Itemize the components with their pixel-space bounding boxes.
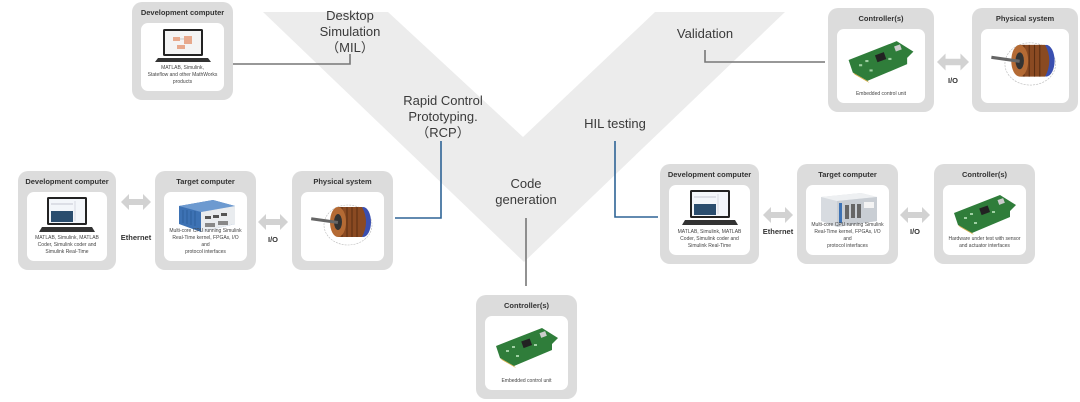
stage-label-code: Code generation bbox=[495, 176, 557, 207]
target-machine-icon bbox=[178, 200, 235, 232]
card-title: Target computer bbox=[818, 170, 877, 179]
link-label-ethernet: Ethernet bbox=[120, 233, 152, 242]
hil-dev-computer-card: Development computer MATLAB, Simulink, M… bbox=[660, 164, 759, 264]
bidirectional-arrow-icon bbox=[937, 53, 969, 71]
stage-label-rcp: Rapid Control Prototyping. （RCP） bbox=[403, 93, 483, 140]
rcp-physical-system-card: Physical system bbox=[292, 171, 393, 270]
bidirectional-arrow-icon bbox=[121, 194, 151, 210]
validation-controller-card: Controller(s) Embedded control unit bbox=[828, 8, 934, 112]
bidirectional-arrow-icon bbox=[763, 207, 793, 223]
laptop-icon bbox=[681, 190, 738, 225]
connector-validation bbox=[704, 50, 825, 63]
card-caption: Multi-core CPU running Simulink Real-Tim… bbox=[169, 228, 242, 255]
mil-dev-computer-card: Development computer MATLAB, Simulink, S… bbox=[132, 2, 233, 100]
link-label-ethernet: Ethernet bbox=[762, 227, 794, 236]
card-caption: Embedded control unit bbox=[855, 91, 907, 97]
card-caption: MATLAB, Simulink, MATLAB Coder, Simulink… bbox=[35, 235, 99, 255]
card-title: Controller(s) bbox=[858, 14, 904, 23]
card-title: Physical system bbox=[313, 177, 372, 186]
link-label-io: I/O bbox=[909, 227, 920, 236]
rcp-target-computer-card: Target computer Multi-core CPU running S… bbox=[155, 171, 256, 270]
card-caption: Hardware under test with sensor and actu… bbox=[948, 236, 1021, 249]
card-title: Controller(s) bbox=[504, 301, 549, 310]
card-title: Target computer bbox=[176, 177, 235, 186]
hil-target-computer-card: Target computer Multi-core CPU running S… bbox=[797, 164, 898, 264]
target-rack-icon bbox=[820, 193, 877, 227]
card-caption: MATLAB, Simulink, MATLAB Coder, Simulink… bbox=[677, 229, 742, 249]
connector-mil bbox=[233, 54, 351, 65]
stage-label-mil: Desktop Simulation （MIL） bbox=[319, 8, 381, 55]
card-caption: Multi-core CPU running Simulink Real-Tim… bbox=[811, 222, 884, 249]
motor-icon bbox=[991, 42, 1056, 86]
connector-hil bbox=[614, 141, 658, 218]
laptop-icon bbox=[154, 29, 211, 62]
rcp-dev-computer-card: Development computer MATLAB, Simulink, M… bbox=[18, 171, 116, 270]
card-caption: Embedded control unit bbox=[501, 378, 552, 384]
link-label-io: I/O bbox=[267, 235, 278, 244]
card-title: Development computer bbox=[140, 8, 225, 17]
connector-rcp bbox=[395, 141, 442, 219]
circuit-board-icon bbox=[495, 328, 558, 368]
validation-physical-system-card: Physical system bbox=[972, 8, 1078, 112]
bidirectional-arrow-icon bbox=[900, 207, 930, 223]
motor-icon bbox=[310, 204, 372, 246]
link-label-io: I/O bbox=[947, 76, 958, 85]
card-title: Controller(s) bbox=[962, 170, 1007, 179]
laptop-icon bbox=[39, 197, 95, 232]
hil-controller-card: Controller(s) Hardware under test with s… bbox=[934, 164, 1035, 264]
card-title: Development computer bbox=[25, 177, 109, 186]
v-shape-band bbox=[263, 12, 785, 262]
code-controller-card: Controller(s) Embedded control unit bbox=[476, 295, 577, 399]
card-title: Physical system bbox=[995, 14, 1055, 23]
stage-label-hil: HIL testing bbox=[584, 116, 646, 131]
card-caption: MATLAB, Simulink, Stateflow and other Ma… bbox=[147, 65, 218, 85]
stage-label-validation: Validation bbox=[676, 26, 734, 41]
circuit-board-icon bbox=[953, 195, 1016, 235]
bidirectional-arrow-icon bbox=[258, 214, 288, 230]
circuit-board-icon bbox=[848, 41, 914, 83]
card-title: Development computer bbox=[667, 170, 752, 179]
